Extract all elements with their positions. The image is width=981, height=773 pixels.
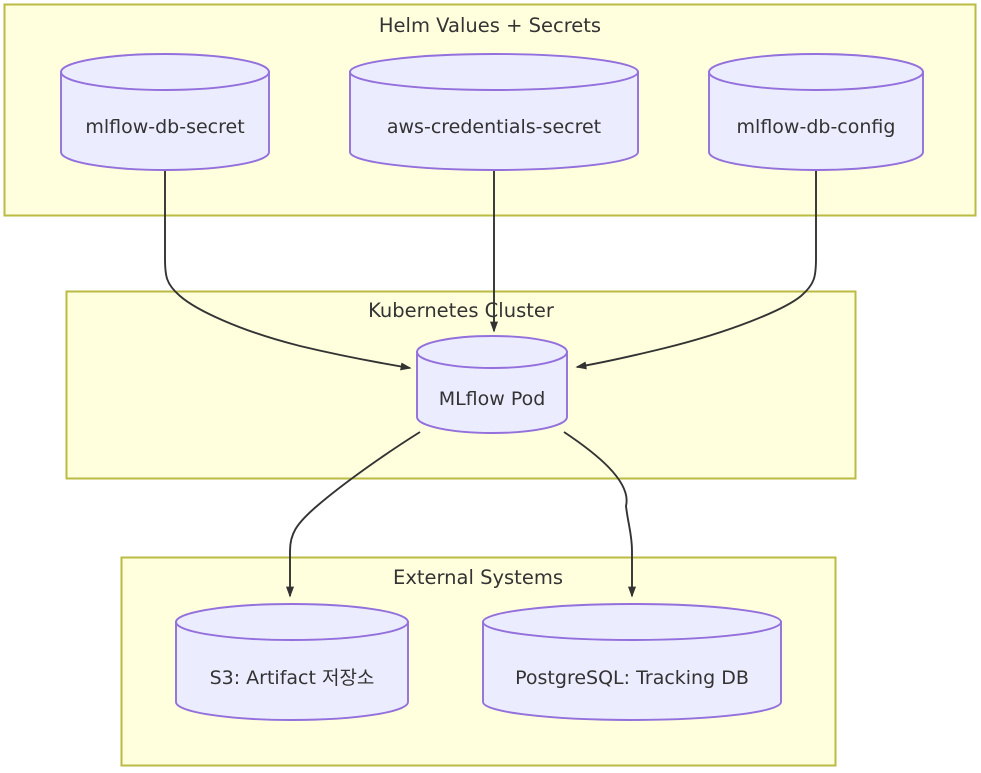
edge-mlflow-db-config-to-mlflow-pod xyxy=(575,168,817,370)
cylinder-top xyxy=(708,53,924,91)
edge-layer xyxy=(164,168,817,598)
edge-mlflow-pod-to-postgresql xyxy=(563,431,636,598)
node-s3-artifact-store[interactable]: S3: Artifact 저장소 xyxy=(175,603,409,721)
node-label-aws-credentials-secret: aws-credentials-secret xyxy=(387,116,601,138)
edge-mlflow-pod-to-s3 xyxy=(286,431,421,598)
cluster-kubernetes-title: Kubernetes Cluster xyxy=(368,299,555,322)
cylinder-top xyxy=(482,603,782,641)
cylinder-body xyxy=(175,621,409,721)
node-postgresql-tracking-db[interactable]: PostgreSQL: Tracking DB xyxy=(482,603,782,721)
node-mlflow-db-config[interactable]: mlflow-db-config xyxy=(708,53,924,171)
cylinder-top xyxy=(349,53,639,91)
cylinder-body xyxy=(708,71,924,171)
node-label-mlflow-db-secret: mlflow-db-secret xyxy=(85,116,244,138)
cylinder-top xyxy=(175,603,409,641)
cluster-kubernetes: Kubernetes Cluster xyxy=(65,290,857,480)
node-mlflow-pod[interactable]: MLflow Pod xyxy=(416,335,568,434)
node-label-mlflow-pod: MLflow Pod xyxy=(439,388,546,410)
node-aws-credentials-secret[interactable]: aws-credentials-secret xyxy=(349,53,639,171)
cluster-kubernetes-box xyxy=(65,290,857,480)
node-label-s3-artifact-store: S3: Artifact 저장소 xyxy=(210,667,375,689)
cylinder-body xyxy=(416,351,568,434)
edge-mlflow-db-secret-to-mlflow-pod xyxy=(164,168,412,371)
cluster-external-title: External Systems xyxy=(393,566,563,589)
node-label-mlflow-db-config: mlflow-db-config xyxy=(737,116,896,138)
cylinder-body xyxy=(482,621,782,721)
cluster-helm-title: Helm Values + Secrets xyxy=(379,14,601,37)
cylinder-body xyxy=(349,71,639,171)
cylinder-top xyxy=(60,53,270,91)
cylinder-body xyxy=(60,71,270,171)
node-mlflow-db-secret[interactable]: mlflow-db-secret xyxy=(60,53,270,171)
node-label-postgresql-tracking-db: PostgreSQL: Tracking DB xyxy=(515,667,749,689)
cylinder-top xyxy=(416,335,568,369)
